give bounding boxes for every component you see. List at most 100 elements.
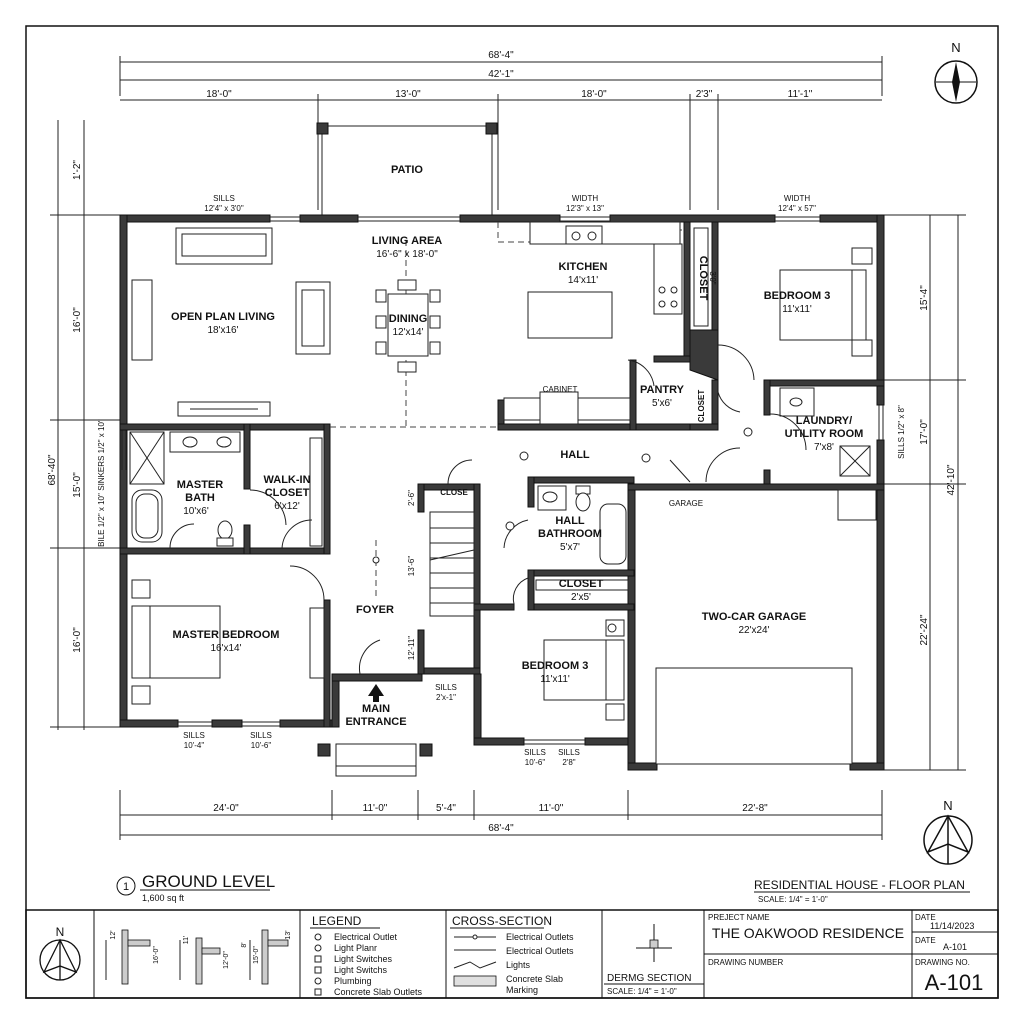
section-mark: 11' bbox=[183, 936, 190, 945]
legend-item: Plumbing bbox=[334, 976, 372, 986]
dim-seg-1: 18'-0" bbox=[206, 89, 232, 100]
room-labels: LIVING AREA 16'-6" x 18'-0" OPEN PLAN LI… bbox=[171, 235, 863, 728]
plan-title: RESIDENTIAL HOUSE - FLOOR PLAN SCALE: 1/… bbox=[754, 878, 970, 904]
cross-section-item: Marking bbox=[506, 985, 538, 995]
patio: PATIO bbox=[316, 122, 498, 215]
project-name: THE OAKWOOD RESIDENCE bbox=[712, 925, 904, 941]
walkin-label-2: CLOSET bbox=[265, 487, 310, 499]
pantry-label: PANTRY bbox=[640, 384, 685, 396]
window-note-value: 12'4" x 3'0" bbox=[204, 204, 244, 213]
window-note-title: SILLS bbox=[213, 194, 235, 203]
title-block: N 12' 16'-0" 11' 12'-0" 8' 15'-0" 13' bbox=[25, 909, 999, 999]
legend-item: Concrete Slab Outlets bbox=[334, 987, 423, 997]
hall-bath-label: HALL bbox=[555, 515, 585, 527]
window-note-value: 2'8" bbox=[562, 758, 575, 767]
bedroom3-bottom-size: 11'x11' bbox=[540, 674, 570, 685]
date-label: DATE bbox=[915, 913, 936, 922]
garage-label: TWO-CAR GARAGE bbox=[702, 611, 807, 623]
hall-bath-label-2: BATHROOM bbox=[538, 528, 602, 540]
closet-hall-size: 2'x5' bbox=[571, 592, 591, 603]
interior-walls bbox=[119, 221, 885, 728]
right-dimensions: 42'-10" 15'-4" 17'-0" 22'-24" SILLS 1/2"… bbox=[884, 214, 966, 771]
living-area-size: 16'-6" x 18'-0" bbox=[376, 249, 438, 260]
master-bedroom-label: MASTER BEDROOM bbox=[173, 629, 280, 641]
dim-right-1: 15'-4" bbox=[919, 285, 930, 311]
dim-left-3: 15'-0" bbox=[72, 472, 83, 498]
dim-overall-top: 68'-4" bbox=[488, 50, 514, 61]
living-area-label: LIVING AREA bbox=[372, 235, 443, 247]
hall-label: HALL bbox=[560, 449, 590, 461]
window-note-title: WIDTH bbox=[784, 194, 810, 203]
kitchen-label: KITCHEN bbox=[559, 261, 608, 273]
master-bath-size: 10'x6' bbox=[183, 506, 209, 517]
dim-right-2: 17'-0" bbox=[919, 419, 930, 445]
window-note-value: 2'x-1" bbox=[436, 693, 456, 702]
section-mark: 12' bbox=[110, 930, 117, 939]
bottom-dimensions: 24'-0" 11'-0" 5'-4" 11'-0" 22'-8" 68'-4" bbox=[119, 790, 883, 840]
legend-item: Light Switchs bbox=[334, 965, 388, 975]
dining-size: 12'x14' bbox=[392, 327, 423, 338]
section-mark: 15'-0" bbox=[253, 946, 260, 964]
master-bedroom-size: 16'x14' bbox=[210, 643, 241, 654]
dim-bottom-overall: 68'-4" bbox=[488, 823, 514, 834]
dim-left-4: 16'-0" bbox=[72, 627, 83, 653]
level-title: GROUND LEVEL bbox=[142, 872, 275, 891]
date-value: 11/14/2023 bbox=[930, 921, 974, 931]
patio-post-right bbox=[485, 122, 498, 135]
cross-section-title: CROSS-SECTION bbox=[452, 914, 552, 928]
exterior-walls bbox=[119, 214, 885, 771]
plan-scale: SCALE: 1/4" = 1'-0" bbox=[758, 895, 828, 904]
cross-section-item: Electrical Outlets bbox=[506, 932, 574, 942]
dining-label: DINING bbox=[389, 313, 428, 325]
dim-left-outer: 68'-40" bbox=[47, 454, 58, 485]
legend-title: LEGEND bbox=[312, 914, 362, 928]
window-note-value: 10'-4" bbox=[184, 741, 205, 750]
detail-scale: SCALE: 1/4" = 1'-0" bbox=[607, 987, 677, 996]
patio-label: PATIO bbox=[391, 164, 423, 176]
side-note-right: SILLS 1/2" x 8" bbox=[897, 405, 906, 459]
side-note-bile: BILE 1/2" x 10" bbox=[97, 493, 106, 547]
bedroom3-top-size: 11'x11' bbox=[782, 304, 812, 315]
left-dimensions: 68'-40" 1'-2" 16'-0" 15'-0" 16'-0" SINKE… bbox=[47, 120, 120, 730]
drawing-number-label: DRAWING NUMBER bbox=[708, 958, 783, 967]
date-label-2: DATE bbox=[915, 936, 936, 945]
dim-seg-5: 11'-1" bbox=[788, 89, 813, 100]
detail-title: DERMG SECTION bbox=[607, 973, 691, 984]
pantry-size: 5'x6' bbox=[652, 398, 672, 409]
drawing-no-label: DRAWING NO. bbox=[915, 958, 970, 967]
laundry-size: 7'x8' bbox=[814, 442, 834, 453]
laundry-label-2: UTILITY ROOM bbox=[785, 428, 864, 440]
north-arrow-top-icon: N bbox=[934, 40, 978, 104]
dim-inner-top: 42'-1" bbox=[488, 69, 514, 80]
walkin-size: 6'x12' bbox=[274, 501, 300, 512]
dim-right-outer: 42'-10" bbox=[946, 464, 957, 495]
north-arrow-bottom-icon: N bbox=[923, 798, 973, 865]
ground-level-title: 1 GROUND LEVEL 1,600 sq ft bbox=[116, 872, 275, 903]
sheet-small: A-101 bbox=[943, 942, 967, 952]
cross-section-item: Lights bbox=[506, 960, 531, 970]
section-mark: 12'-0" bbox=[223, 951, 230, 969]
main-entrance-label: MAIN bbox=[362, 703, 390, 715]
north-arrow-small-icon: N bbox=[39, 925, 81, 981]
dim-bottom-5: 22'-8" bbox=[742, 803, 768, 814]
stair-dim-3: 12'-11" bbox=[407, 636, 416, 660]
dim-bottom-3: 5'-4" bbox=[436, 803, 456, 814]
legend: LEGEND Electrical Outlet Light Planr Lig… bbox=[310, 914, 423, 997]
cross-section-item: Electrical Outlets bbox=[506, 946, 574, 956]
window-note-value: 10'-6" bbox=[525, 758, 546, 767]
stair-dim-1: 2'-6" bbox=[407, 490, 416, 506]
north-label: N bbox=[56, 925, 65, 939]
drawing-no: A-101 bbox=[925, 970, 984, 995]
detail-section: DERMG SECTION SCALE: 1/4" = 1'-0" bbox=[604, 924, 704, 996]
closet-vertical-size: 3'0" bbox=[708, 271, 717, 284]
dim-right-3: 22'-24" bbox=[919, 614, 930, 645]
level-number: 1 bbox=[123, 881, 129, 893]
dim-seg-4: 2'3" bbox=[696, 89, 713, 100]
garage-door-label: GARAGE bbox=[669, 499, 703, 508]
north-label: N bbox=[951, 40, 960, 55]
close-label: CLOSE bbox=[440, 488, 468, 497]
dim-left-1: 1'-2" bbox=[72, 160, 83, 180]
garage-size: 22'x24' bbox=[738, 625, 769, 636]
cross-section-item: Concrete Slab bbox=[506, 974, 563, 984]
